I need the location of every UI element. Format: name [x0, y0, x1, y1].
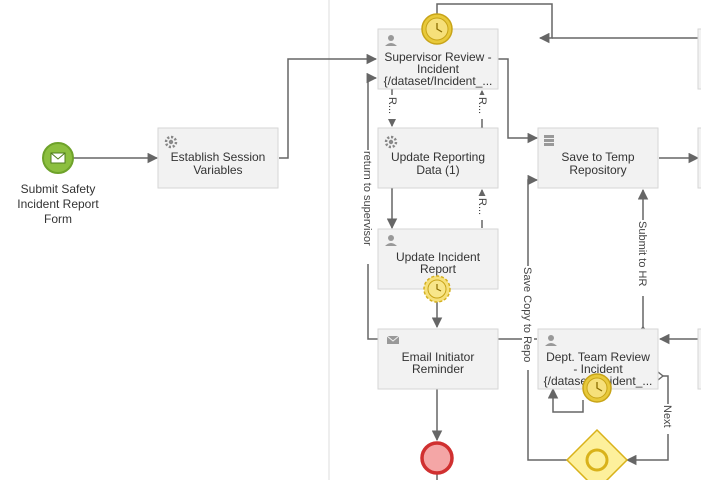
start-event-label-line3: Form	[44, 212, 72, 226]
task-offscreen-middle[interactable]	[697, 127, 701, 189]
edge-label-r3: R...	[476, 198, 488, 215]
start-event-label-line2: Incident Report	[17, 197, 99, 211]
task-label-line2: Repository	[569, 163, 626, 177]
user-icon	[545, 335, 557, 346]
task-label-line1: Update Reporting	[391, 150, 485, 164]
edge-label-submit-to-hr: Submit to HR	[636, 221, 648, 286]
flow-supervisor-to-save[interactable]	[485, 53, 539, 144]
task-label-line2: Incident	[417, 62, 460, 76]
task-offscreen-bottom[interactable]	[697, 328, 701, 390]
task-label-line1: Email Initiator	[402, 350, 475, 364]
task-label-line1: Dept. Team Review	[546, 350, 650, 364]
edge-label-next: Next	[661, 405, 673, 428]
task-label-line3: {/dataset/Incident_...	[384, 74, 493, 88]
gear-icon	[164, 135, 178, 149]
start-event-label-line1: Submit Safety	[21, 182, 96, 196]
timer-icon[interactable]	[421, 13, 453, 45]
edge-label-return-to-supervisor: return to supervisor	[361, 151, 373, 246]
gateway[interactable]	[565, 428, 629, 480]
task-label-line1: Save to Temp	[561, 150, 634, 164]
flow-timer-loop-supervisor[interactable]	[436, 3, 553, 44]
timer-icon[interactable]	[423, 275, 451, 303]
start-event[interactable]	[42, 142, 74, 174]
timer-icon[interactable]	[582, 373, 612, 403]
envelope-icon	[50, 152, 66, 164]
task-label-line1: Update Incident	[396, 250, 481, 264]
task-label-line2: Report	[420, 262, 457, 276]
envelope-icon	[386, 335, 400, 344]
database-icon	[544, 135, 554, 146]
edge-label-save-copy-to-repo: Save Copy to Repo	[521, 267, 533, 362]
task-label-line2: Data (1)	[416, 163, 459, 177]
edge-label-r2: R...	[476, 97, 488, 114]
task-label-line2: Reminder	[412, 362, 464, 376]
task-offscreen-top[interactable]	[697, 28, 701, 90]
gear-icon	[384, 135, 398, 149]
edge-label-r1: R...	[386, 97, 398, 114]
flow-establish-to-supervisor[interactable]	[279, 53, 378, 159]
task-save-to-temp-repository[interactable]: Save to Temp Repository	[537, 127, 659, 189]
task-label-line2: Variables	[193, 163, 242, 177]
task-label-line1: Establish Session	[171, 150, 266, 164]
flow-dept-timer-loop[interactable]	[547, 387, 584, 413]
end-event[interactable]	[420, 441, 454, 475]
task-label-line2: - Incident	[573, 362, 623, 376]
task-label-line1: Supervisor Review -	[384, 50, 491, 64]
task-establish-session-variables[interactable]: Establish Session Variables	[157, 127, 279, 189]
user-icon	[385, 235, 397, 246]
task-update-reporting-data[interactable]: Update Reporting Data (1)	[377, 127, 499, 189]
user-icon	[385, 35, 397, 46]
edge-labels: R... R... R... return to supervisor Subm…	[361, 95, 674, 434]
task-email-initiator-reminder[interactable]: Email Initiator Reminder	[377, 328, 499, 390]
